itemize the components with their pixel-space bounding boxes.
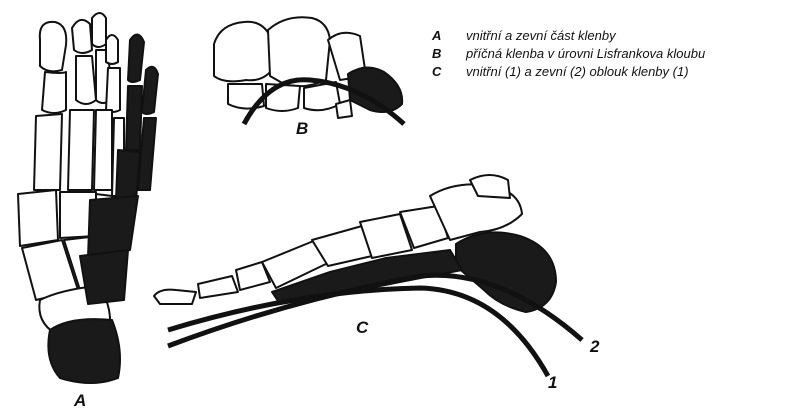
legend-key: A [432, 27, 466, 45]
figure-legend: A vnitřní a zevní část klenby B příčná k… [432, 27, 705, 81]
legend-key: C [432, 63, 466, 81]
panel-a-label: A [74, 391, 86, 411]
legend-row-b: B příčná klenba v úrovni Lisfrankova klo… [432, 45, 705, 63]
arch-1-label: 1 [548, 373, 557, 393]
panel-b-label: B [296, 119, 308, 139]
legend-text: vnitřní (1) a zevní (2) oblouk klenby (1… [466, 63, 689, 81]
legend-row-c: C vnitřní (1) a zevní (2) oblouk klenby … [432, 63, 705, 81]
legend-row-a: A vnitřní a zevní část klenby [432, 27, 705, 45]
legend-text: vnitřní a zevní část klenby [466, 27, 616, 45]
panel-c-label: C [356, 318, 368, 338]
panel-c-foot-side-view [154, 175, 582, 376]
panel-b-transverse-arch [214, 17, 404, 124]
legend-key: B [432, 45, 466, 63]
legend-text: příčná klenba v úrovni Lisfrankova kloub… [466, 45, 705, 63]
arch-2-label: 2 [590, 337, 599, 357]
